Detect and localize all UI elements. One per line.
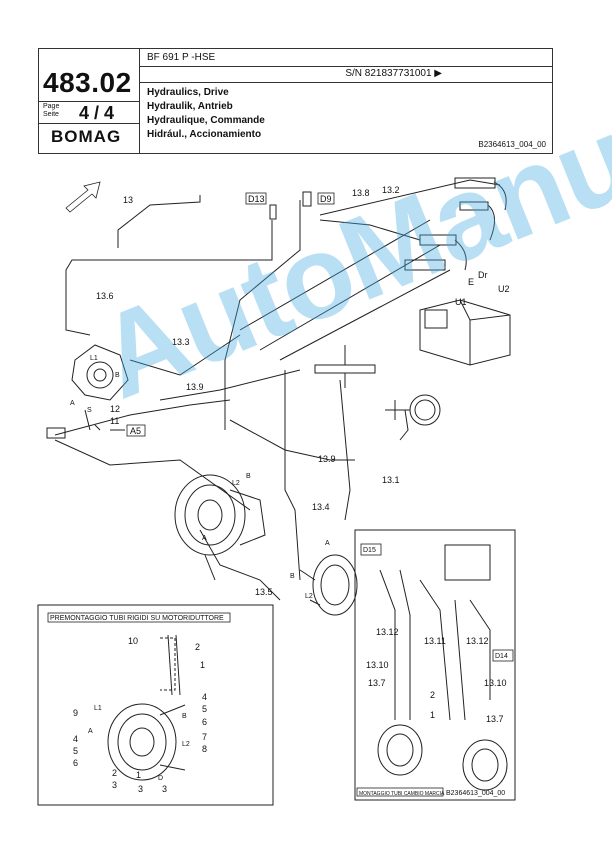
label-13-5: 13.5 xyxy=(255,587,273,597)
inset-label: 2 xyxy=(430,690,435,700)
label-13-3: 13.3 xyxy=(172,337,190,347)
label-u2: U2 xyxy=(498,284,510,294)
inset-label: D xyxy=(158,775,163,782)
inset-label: 10 xyxy=(128,636,138,646)
inset-label: 2 xyxy=(195,642,200,652)
label-13-1: 13.1 xyxy=(382,475,400,485)
inset-label: 13.7 xyxy=(486,714,504,724)
inset-label: 3 xyxy=(162,784,167,794)
document-number: 483.02 xyxy=(43,67,132,98)
inset-label: 1 xyxy=(200,660,205,670)
label-b3: B xyxy=(290,573,295,580)
inset-label: 1 xyxy=(430,710,435,720)
title-block: BF 691 P -HSE S/N 821837731001 ▶ 483.02 … xyxy=(38,48,553,154)
inset-label: 3 xyxy=(112,780,117,790)
label-e: E xyxy=(468,277,474,287)
label-dr: Dr xyxy=(478,270,488,280)
label-a3: A xyxy=(325,540,330,547)
page-number: 4 / 4 xyxy=(79,103,115,123)
inset-left-caption: PREMONTAGGIO TUBI RIGIDI SU MOTORIDUTTOR… xyxy=(50,615,224,622)
label-b: B xyxy=(115,372,120,379)
inset-label: D15 xyxy=(363,547,376,554)
inset-right-ref: B2364613_004_00 xyxy=(446,790,505,797)
inset-label: 13.7 xyxy=(368,678,386,688)
label-a2: A xyxy=(202,535,207,542)
inset-label: L2 xyxy=(182,741,190,748)
inset-label: 2 xyxy=(112,768,117,778)
inset-label: 3 xyxy=(138,784,143,794)
machine-model: BF 691 P -HSE xyxy=(147,52,216,63)
inset-label: 1 xyxy=(136,770,141,780)
inset-label: B xyxy=(182,713,187,720)
exploded-parts-drawing: 13 D13 D9 13.8 13.2 13.6 13.3 13.9 13.9 … xyxy=(37,177,516,806)
label-13-9a: 13.9 xyxy=(186,382,204,392)
label-d13: D13 xyxy=(248,194,265,204)
inset-label: 7 xyxy=(202,732,207,742)
label-a: A xyxy=(70,400,75,407)
label-13-4: 13.4 xyxy=(312,502,330,512)
serial-number: S/N 821837731001 ▶ xyxy=(345,68,442,79)
label-11: 11 xyxy=(110,416,119,426)
inset-label: 13.12 xyxy=(376,627,399,637)
inset-label: 4 xyxy=(202,692,207,702)
inset-label: 4 xyxy=(73,734,78,744)
label-b2: B xyxy=(246,473,251,480)
inset-label: 13.10 xyxy=(366,660,389,670)
label-a5: A5 xyxy=(130,426,141,436)
label-d9: D9 xyxy=(320,194,332,204)
inset-label: 5 xyxy=(73,746,78,756)
label-13: 13 xyxy=(123,195,133,205)
bomag-logo: BOMAG xyxy=(51,127,122,146)
label-l1: L1 xyxy=(90,355,98,362)
label-s: S xyxy=(87,407,92,414)
inset-label: 13.10 xyxy=(484,678,507,688)
label-l2b: L2 xyxy=(305,593,313,600)
label-13-9b: 13.9 xyxy=(318,454,336,464)
inset-label: 13.11 xyxy=(424,636,446,646)
label-l2: L2 xyxy=(232,480,240,487)
inset-right-caption: MONTAGGIO TUBI CAMBIO MARCIA xyxy=(359,791,445,797)
label-13-6: 13.6 xyxy=(96,291,114,301)
inset-label: 13.12 xyxy=(466,636,489,646)
inset-label: 6 xyxy=(73,758,78,768)
inset-label: D14 xyxy=(495,653,508,660)
inset-label: 5 xyxy=(202,704,207,714)
drawing-reference: B2364613_004_00 xyxy=(478,140,546,149)
label-13-2: 13.2 xyxy=(382,185,400,195)
label-13-8: 13.8 xyxy=(352,188,370,198)
label-u1: U1 xyxy=(455,297,467,307)
inset-label: 8 xyxy=(202,744,207,754)
section-titles: Hydraulics, Drive Hydraulik, Antrieb Hyd… xyxy=(147,87,265,140)
inset-label: 6 xyxy=(202,717,207,727)
label-12: 12 xyxy=(110,404,120,414)
inset-label: L1 xyxy=(94,705,102,712)
inset-label: 9 xyxy=(73,708,78,718)
inset-label: A xyxy=(88,728,93,735)
